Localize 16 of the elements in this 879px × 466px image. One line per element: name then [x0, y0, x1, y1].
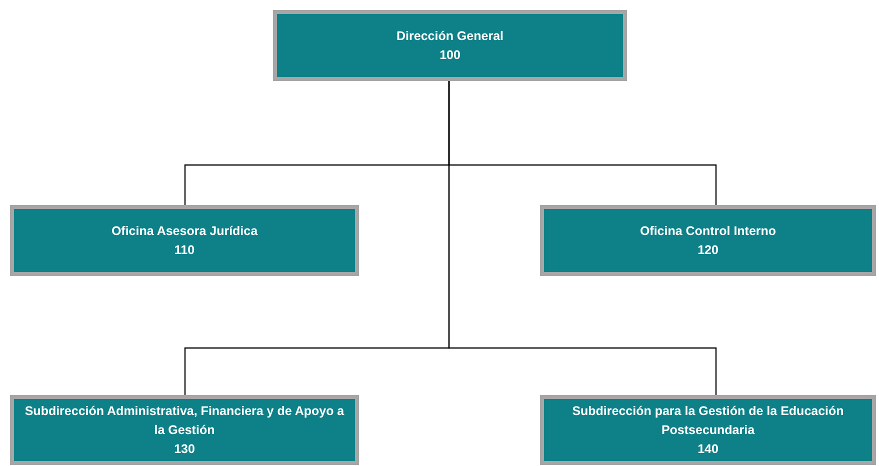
connector-line	[448, 81, 717, 395]
unit-name: Dirección General	[396, 28, 504, 44]
org-unit-box	[10, 395, 359, 465]
org-unit-box	[273, 10, 627, 81]
unit-code: 110	[174, 242, 195, 258]
unit-code: 120	[698, 242, 718, 258]
org-unit-box	[540, 395, 876, 465]
unit-code: 100	[440, 46, 460, 64]
unit-code: 130	[174, 440, 195, 458]
unit-name: Oficina Control Interno	[640, 222, 776, 240]
unit-name: Subdirección Administrativa, Financiera y de Apoyo a la Gestión	[24, 402, 346, 438]
unit-code: 140	[698, 440, 718, 458]
org-unit-box	[540, 205, 876, 276]
unit-name: Subdirección para la Gestión de la Educación Postsecundaria	[571, 402, 845, 438]
unit-name: Oficina Asesora Jurídica	[111, 222, 258, 240]
org-unit-box	[10, 205, 359, 276]
